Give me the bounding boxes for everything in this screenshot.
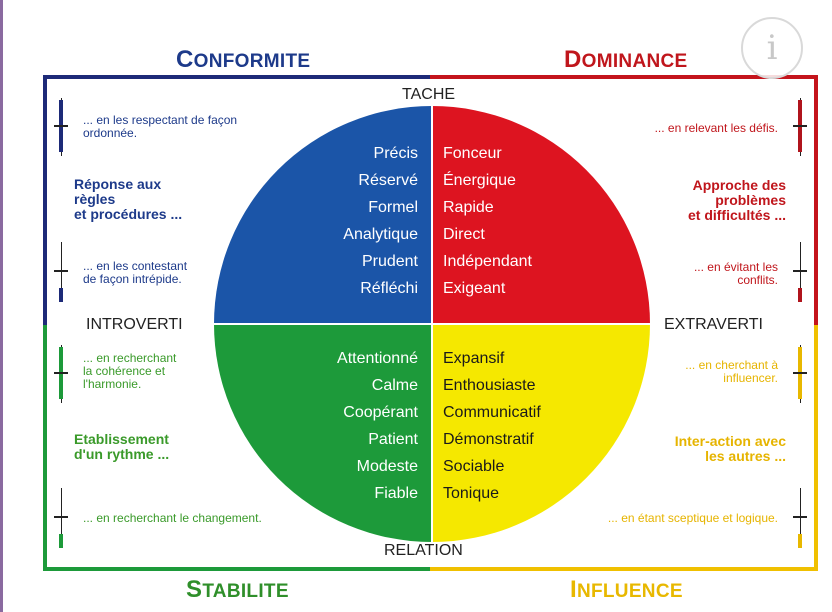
left-edge-strip <box>0 0 3 612</box>
axis-extraverti: EXTRAVERTI <box>660 316 767 334</box>
scale-tick <box>54 270 68 272</box>
trait: Attentionné <box>337 350 418 367</box>
trait: Fiable <box>374 485 418 502</box>
axis-introverti: INTROVERTI <box>82 316 187 334</box>
quadrant-green <box>214 324 432 542</box>
scale-tick <box>793 372 807 374</box>
scale-bar-stabilite-bottom <box>59 534 63 548</box>
trait: Patient <box>368 431 418 448</box>
quadrant-blue <box>214 106 432 324</box>
traits-yellow: Expansif Enthousiaste Communicatif Démon… <box>443 345 593 507</box>
info-icon[interactable]: i <box>741 17 803 79</box>
trait: Indépendant <box>443 253 532 270</box>
trait: Expansif <box>443 350 505 367</box>
scale-tick <box>54 125 68 127</box>
scale-bar-dominance-bottom <box>798 288 802 302</box>
scale-tick <box>793 125 807 127</box>
trait: Tonique <box>443 485 500 502</box>
scale-stem <box>800 488 801 548</box>
title-conformite: CONFORMITE <box>176 46 311 73</box>
quadrant-yellow <box>432 324 650 542</box>
note-stabilite-bottom: ... en recherchant le changement. <box>83 511 262 525</box>
info-glyph: i <box>766 28 778 68</box>
trait: Précis <box>373 145 418 162</box>
quadrant-red <box>432 106 650 324</box>
traits-red: Fonceur Énergique Rapide Direct Indépend… <box>443 140 593 302</box>
scale-stem <box>800 242 801 302</box>
scale-bar-conformite-bottom <box>59 288 63 302</box>
trait: Enthousiaste <box>443 377 536 394</box>
note-influence-bottom: ... en étant sceptique et logique. <box>607 511 778 525</box>
trait: Analytique <box>343 226 418 243</box>
trait: Modeste <box>356 458 418 475</box>
trait: Prudent <box>361 253 418 270</box>
axis-tache: TACHE <box>398 86 460 104</box>
trait: Communicatif <box>443 404 541 421</box>
trait: Exigeant <box>443 280 506 297</box>
trait: Réservé <box>358 172 418 189</box>
scale-tick <box>793 516 807 518</box>
title-stabilite: STABILITE <box>186 576 289 603</box>
scale-tick <box>793 270 807 272</box>
scale-tick <box>54 372 68 374</box>
trait: Énergique <box>443 172 516 189</box>
axis-relation: RELATION <box>380 542 467 560</box>
note-dominance-top: ... en relevant les défis. <box>654 121 778 135</box>
title-influence: INFLUENCE <box>570 576 683 603</box>
trait: Fonceur <box>443 145 502 162</box>
trait: Formel <box>368 199 418 216</box>
traits-blue: Précis Réservé Formel Analytique Prudent… <box>288 140 418 302</box>
scale-stem <box>61 488 62 548</box>
scale-tick <box>54 516 68 518</box>
trait: Coopérant <box>343 404 418 421</box>
trait: Rapide <box>443 199 494 216</box>
trait: Démonstratif <box>443 431 534 448</box>
trait: Direct <box>443 226 485 243</box>
title-dominance: DOMINANCE <box>564 46 688 73</box>
trait: Sociable <box>443 458 505 475</box>
scale-stem <box>61 242 62 302</box>
traits-green: Attentionné Calme Coopérant Patient Mode… <box>288 345 418 507</box>
scale-bar-influence-bottom <box>798 534 802 548</box>
trait: Calme <box>371 377 418 394</box>
trait: Réfléchi <box>360 280 418 297</box>
